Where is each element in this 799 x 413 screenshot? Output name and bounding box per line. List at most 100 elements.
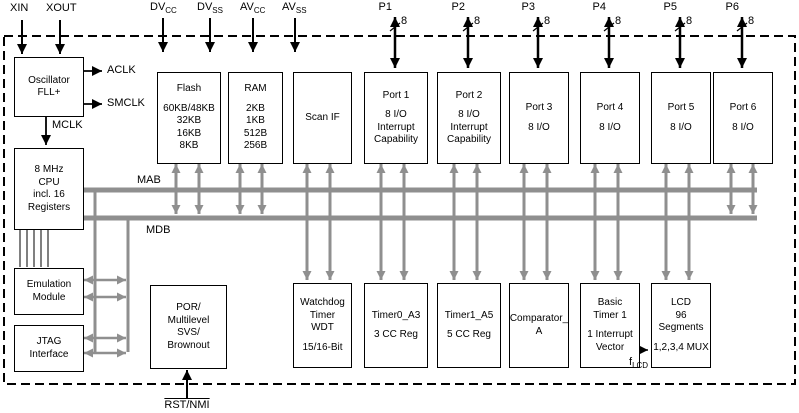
p6-pin-label: P6 (725, 1, 739, 13)
emulation-jtag-connectors (84, 192, 130, 358)
block-line: Port 3 (525, 102, 553, 113)
block-line: A (535, 325, 543, 337)
block-line: 8 MHz (34, 164, 64, 175)
block-line: 15/16-Bit (302, 341, 343, 353)
p1-bus-width-label: 8 (401, 15, 408, 27)
p2-bus-width-label: 8 (474, 15, 481, 27)
aclk-label: ACLK (107, 64, 136, 76)
block-line: Port 4 (596, 102, 624, 113)
block-line: 2KB (246, 102, 265, 114)
timer1-a5-block: Timer1_A5 5 CC Reg (437, 283, 501, 368)
p2-pin-label: P2 (451, 1, 465, 13)
block-line: WDT (311, 322, 334, 333)
power-pin-arrows (158, 18, 300, 52)
block-line: Basic (597, 297, 623, 308)
block-line: 8 I/O (599, 121, 621, 133)
port4-block: Port 4 8 I/O (580, 72, 640, 164)
block-line: POR/ (176, 302, 201, 313)
scan-if-block: Scan IF (293, 72, 352, 164)
block-line: Registers (27, 201, 71, 213)
p1-pin-label: P1 (378, 1, 392, 13)
port3-block: Port 3 8 I/O (509, 72, 569, 164)
flcd-signal-label: fLCD (629, 356, 649, 371)
block-line: CPU (38, 176, 60, 188)
mclk-label: MCLK (52, 119, 83, 131)
block-line: Scan IF (305, 111, 340, 123)
block-line: LCD (670, 297, 691, 308)
port-pin-arrows (390, 17, 747, 68)
block-line: Brownout (167, 339, 210, 351)
block-line: 1KB (246, 115, 265, 127)
smclk-label: SMCLK (107, 97, 145, 109)
comparator-a-block: Comparator_A (509, 283, 569, 368)
bus-width-slashes (389, 22, 748, 32)
timer0-a3-block: Timer0_A3 3 CC Reg (364, 283, 428, 368)
xin-pin-label: XIN (10, 2, 29, 14)
block-line: 3 CC Reg (374, 329, 418, 340)
p3-pin-label: P3 (521, 1, 535, 13)
block-line: JTAG (36, 336, 62, 347)
block-line: 5 CC Reg (447, 329, 491, 340)
block-line: 1,2,3,4 MUX (653, 341, 709, 353)
rst-nmi-pin-label: RST/NMI (164, 399, 210, 411)
mdb-bus-label: MDB (146, 224, 171, 236)
xout-pin-label: XOUT (46, 2, 77, 14)
block-line: 1 Interrupt (587, 329, 633, 340)
mab-bus-label: MAB (137, 174, 161, 186)
block-line: 8 I/O (458, 109, 480, 120)
block-line: 60KB/48KB (163, 102, 215, 114)
p5-bus-width-label: 8 (686, 15, 693, 27)
p4-pin-label: P4 (592, 1, 606, 13)
block-line: Interrupt (377, 121, 415, 133)
block-line: Timer0_A3 (371, 309, 421, 321)
dvss-pin-label: DVSS (197, 1, 223, 16)
block-line: Comparator_ (509, 313, 569, 324)
block-line: Multilevel (167, 314, 210, 326)
block-line: Emulation (26, 279, 72, 290)
block-line: Interrupt (450, 121, 488, 133)
p4-bus-width-label: 8 (615, 15, 622, 27)
avss-pin-label: AVSS (282, 1, 307, 16)
block-line: RAM (244, 83, 267, 95)
cpu-emulation-wires (19, 229, 49, 267)
bus-column-connectors (171, 164, 758, 280)
block-line: 8 I/O (385, 109, 407, 120)
block-line: Oscillator (28, 74, 70, 86)
block-line: 8 I/O (670, 121, 692, 133)
block-line: Capability (374, 134, 418, 145)
block-line: 8KB (179, 140, 199, 152)
block-line: Port 5 (667, 102, 695, 113)
block-line: 256B (243, 140, 268, 152)
p5-pin-label: P5 (663, 1, 677, 13)
block-line: Capability (447, 134, 491, 145)
block-line: Port 1 (382, 89, 410, 101)
avcc-pin-label: AVCC (240, 1, 266, 16)
block-line: Timer (309, 309, 336, 321)
p3-bus-width-label: 8 (544, 15, 551, 27)
block-line: Timer1_A5 (444, 309, 494, 321)
block-line: Flash (176, 83, 202, 95)
block-line: 8 I/O (732, 121, 754, 133)
block-line: 8 I/O (528, 121, 550, 133)
block-line: Port 6 (729, 102, 757, 113)
block-line: Vector (595, 341, 625, 353)
block-line: Segments (658, 322, 704, 333)
block-line: 512B (243, 127, 268, 139)
block-line: SVS/ (177, 327, 200, 338)
block-line: Interface (29, 348, 69, 360)
block-line: Watchdog (300, 297, 345, 308)
block-line: Module (32, 291, 66, 303)
block-line: 32KB (176, 115, 202, 127)
